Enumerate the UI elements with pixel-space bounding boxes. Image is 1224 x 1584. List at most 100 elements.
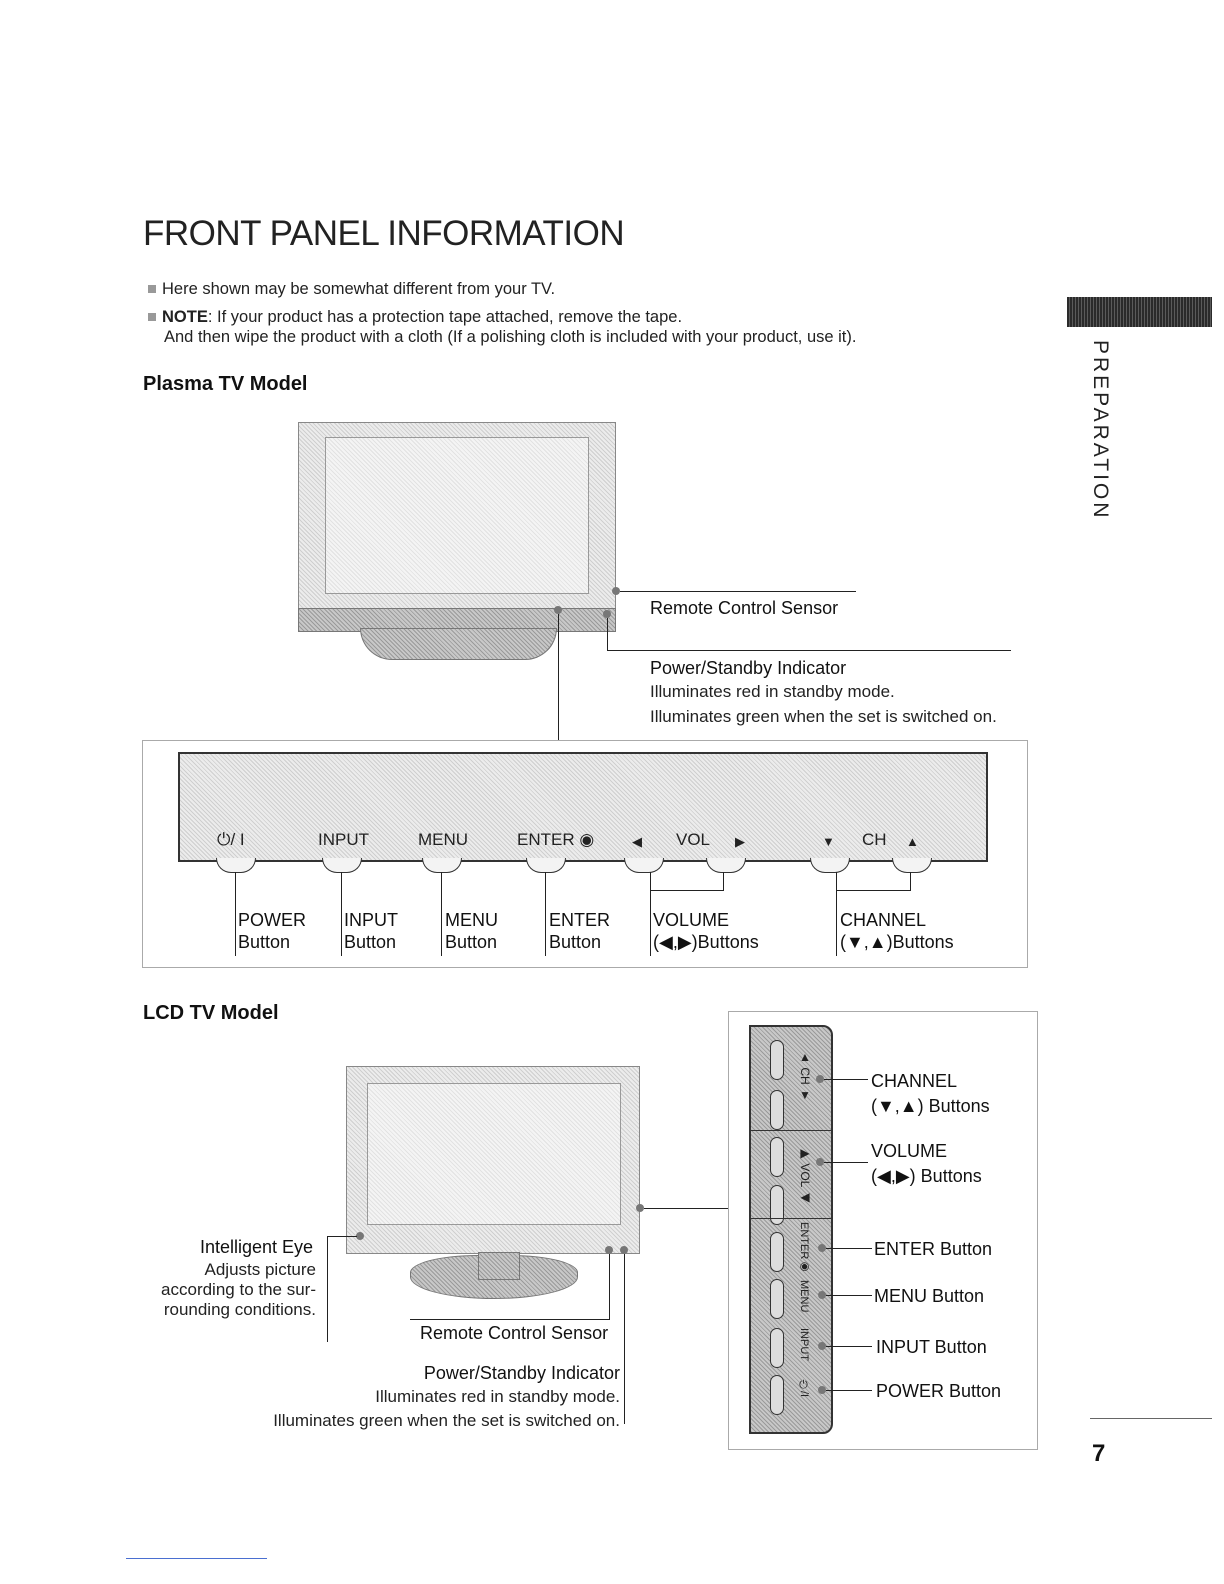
side-enter-callout: ENTER Button [874, 1239, 993, 1259]
lcd-power-indicator-dot [620, 1246, 628, 1254]
plasma-power-indicator-dot [603, 610, 611, 618]
plasma-remote-sensor-dot [612, 587, 620, 595]
callout-line [824, 1079, 868, 1080]
side-panel-divider [749, 1130, 831, 1131]
footer-rule [126, 1558, 267, 1559]
lcd-remote-sensor-label: Remote Control Sensor [420, 1323, 609, 1343]
volume-callout: VOLUME(◀,▶)Buttons [653, 910, 759, 952]
panel-power-key: ⏻/ I [217, 830, 245, 849]
side-channel-callout: CHANNEL(▼,▲) Buttons [871, 1071, 990, 1116]
channel-callout: CHANNEL(▼,▲)Buttons [840, 910, 954, 952]
panel-vol-left-icon: ◀ [632, 834, 642, 849]
side-menu-label: MENU [798, 1280, 810, 1313]
input-side-button[interactable] [770, 1328, 784, 1368]
plasma-control-panel [178, 752, 988, 862]
plasma-tv-bezel [298, 422, 616, 610]
plasma-remote-sensor-label: Remote Control Sensor [650, 598, 839, 618]
callout-line [620, 591, 856, 592]
note-line-1: Here shown may be somewhat different fro… [148, 278, 555, 300]
section-tab-label: PREPARATION [1089, 340, 1112, 521]
panel-vol-key: VOL [676, 830, 711, 849]
section-tab-bar [1067, 297, 1212, 327]
callout-line [327, 1236, 357, 1237]
panel-ch-down-icon: ▼ [822, 834, 835, 849]
callout-line [624, 1254, 625, 1424]
callout-line [826, 1390, 872, 1391]
callout-line [341, 872, 342, 956]
side-input-dot [818, 1342, 826, 1350]
plasma-panel-dot [554, 606, 562, 614]
side-volume-callout: VOLUME(◀,▶) Buttons [871, 1141, 982, 1186]
note-line-3: And then wipe the product with a cloth (… [164, 328, 857, 346]
enter-side-button[interactable] [770, 1232, 784, 1272]
callout-line [836, 872, 837, 956]
page-title: FRONT PANEL INFORMATION [143, 214, 625, 253]
callout-line [826, 1248, 872, 1249]
ch-down-side-button[interactable] [770, 1090, 784, 1130]
note-text-2: : If your product has a protection tape … [207, 308, 683, 326]
side-ch-label: ▲ CH ▼ [798, 1050, 812, 1102]
side-panel-divider [749, 1218, 831, 1219]
callout-line [410, 1319, 610, 1320]
callout-line [607, 650, 1011, 651]
side-power-dot [818, 1386, 826, 1394]
callout-line [609, 1254, 610, 1319]
ch-up-side-button[interactable] [770, 1040, 784, 1080]
menu-side-button[interactable] [770, 1279, 784, 1319]
side-enter-label: ENTER◉ [798, 1222, 810, 1273]
side-vol-dot [816, 1158, 824, 1166]
side-enter-dot [818, 1244, 826, 1252]
lcd-side-panel-dot [636, 1204, 644, 1212]
lcd-heading: LCD TV Model [143, 1002, 279, 1024]
callout-line [836, 890, 911, 891]
note-line-2: NOTE: If your product has a protection t… [148, 306, 682, 328]
panel-vol-right-icon: ▶ [735, 834, 745, 849]
page-number: 7 [1092, 1440, 1106, 1467]
lcd-tv-stand-neck [478, 1252, 520, 1280]
intelligent-eye-dot [356, 1232, 364, 1240]
plasma-tv-screen [325, 437, 589, 594]
side-input-callout: INPUT Button [876, 1337, 987, 1357]
callout-line [607, 618, 608, 650]
side-ch-dot [816, 1075, 824, 1083]
panel-enter-key: ENTER ◉ [517, 830, 595, 849]
plasma-power-indicator-line2: Illuminates green when the set is switch… [650, 707, 997, 726]
lcd-side-panel-box [728, 1011, 1038, 1450]
side-power-label: ⏻/I [798, 1380, 810, 1398]
panel-input-key: INPUT [318, 830, 369, 849]
page-number-rule [1090, 1418, 1212, 1419]
callout-line [650, 890, 724, 891]
vol-up-side-button[interactable] [770, 1137, 784, 1177]
lcd-power-indicator-title: Power/Standby Indicator [423, 1363, 620, 1383]
callout-line [723, 872, 724, 890]
panel-ch-up-icon: ▲ [906, 834, 919, 849]
plasma-heading: Plasma TV Model [143, 373, 308, 395]
callout-line [441, 872, 442, 956]
bullet-icon [148, 285, 156, 293]
lcd-remote-sensor-dot [605, 1246, 613, 1254]
power-side-button[interactable] [770, 1375, 784, 1415]
plasma-power-indicator-line1: Illuminates red in standby mode. [650, 682, 895, 701]
side-menu-dot [818, 1291, 826, 1299]
side-input-label: INPUT [798, 1328, 810, 1361]
panel-ch-key: CH [862, 830, 887, 849]
bullet-icon [148, 313, 156, 321]
panel-menu-key: MENU [418, 830, 469, 849]
vol-down-side-button[interactable] [770, 1185, 784, 1225]
note-label: NOTE [162, 308, 208, 326]
callout-line [327, 1236, 328, 1342]
side-menu-callout: MENU Button [874, 1286, 985, 1306]
plasma-panel-detail-box [142, 740, 1028, 968]
callout-line [824, 1162, 868, 1163]
callout-line [545, 872, 546, 956]
lcd-power-indicator-line1: Illuminates red in standby mode. [375, 1387, 620, 1406]
callout-line [235, 872, 236, 956]
side-power-callout: POWER Button [876, 1381, 1002, 1401]
callout-line [650, 872, 651, 956]
lcd-tv-bezel [346, 1066, 640, 1254]
